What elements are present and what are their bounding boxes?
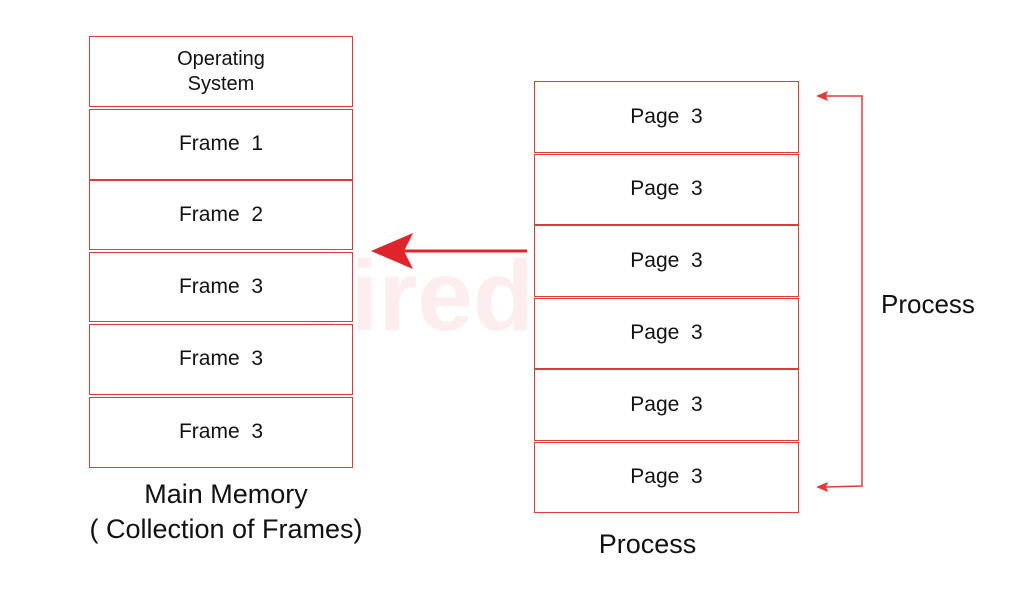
page-block: Page 3: [534, 442, 799, 513]
operating-system-block: Operating System: [89, 36, 353, 107]
frame-block: Frame 3: [89, 252, 353, 322]
mapping-arrow: [371, 233, 527, 269]
frame-block: Frame 3: [89, 324, 353, 395]
process-caption: Process: [598, 529, 697, 559]
page-label: Page 3: [630, 321, 703, 345]
page-label: Page 3: [630, 177, 703, 201]
frame-label: Frame 3: [178, 347, 264, 371]
main-memory-caption: Main Memory ( Collection of Frames): [80, 479, 372, 545]
frame-label: Frame 2: [178, 202, 264, 226]
bracket-bottom-arrowhead: [816, 482, 828, 492]
page-label: Page 3: [630, 392, 703, 416]
frame-block: Frame 3: [89, 397, 353, 468]
page-label: Page 3: [630, 248, 703, 272]
page-block: Page 3: [534, 369, 799, 441]
main-memory-subtitle: ( Collection of Frames): [89, 514, 363, 544]
process-bracket: [825, 95, 863, 488]
page-block: Page 3: [534, 154, 799, 225]
frame-label: Frame 3: [178, 420, 264, 444]
bracket-top-arrowhead: [816, 91, 828, 101]
frame-block: Frame 2: [89, 180, 353, 250]
process-bracket-label: Process: [881, 289, 975, 319]
frame-block: Frame 1: [89, 109, 353, 180]
main-memory-title: Main Memory: [144, 479, 308, 509]
frame-label: Frame 3: [178, 274, 264, 298]
page-label: Page 3: [630, 465, 703, 489]
page-block: Page 3: [534, 225, 799, 297]
page-block: Page 3: [534, 298, 799, 369]
page-label: Page 3: [630, 104, 703, 128]
frame-label: Frame 1: [178, 132, 264, 156]
page-block: Page 3: [534, 81, 799, 153]
operating-system-label: Operating System: [177, 47, 265, 95]
